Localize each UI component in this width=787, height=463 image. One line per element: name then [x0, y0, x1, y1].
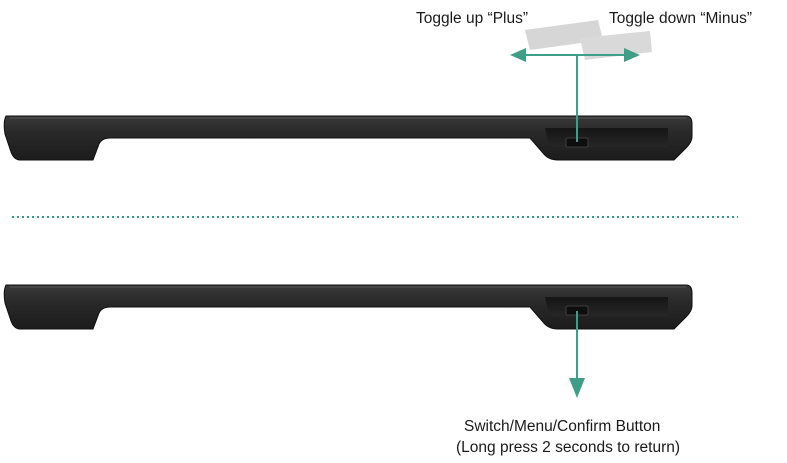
device-top — [3, 115, 693, 161]
confirm-arrow — [569, 311, 585, 398]
toggle-down-label: Toggle down “Minus” — [609, 10, 753, 27]
arrow-left-icon — [510, 48, 526, 62]
confirm-button-label: Switch/Menu/Confirm Button — [464, 418, 661, 435]
confirm-button-note: (Long press 2 seconds to return) — [456, 439, 681, 456]
device-bottom-recess — [545, 297, 668, 316]
device-bottom-body — [3, 284, 693, 330]
toggle-arrows — [510, 48, 640, 142]
arrow-down-icon — [569, 378, 585, 398]
toggle-up-label: Toggle up “Plus” — [416, 10, 529, 27]
device-top-body — [3, 115, 693, 161]
arrow-right-icon — [624, 48, 640, 62]
device-bottom — [3, 284, 693, 330]
device-top-recess — [545, 128, 668, 147]
